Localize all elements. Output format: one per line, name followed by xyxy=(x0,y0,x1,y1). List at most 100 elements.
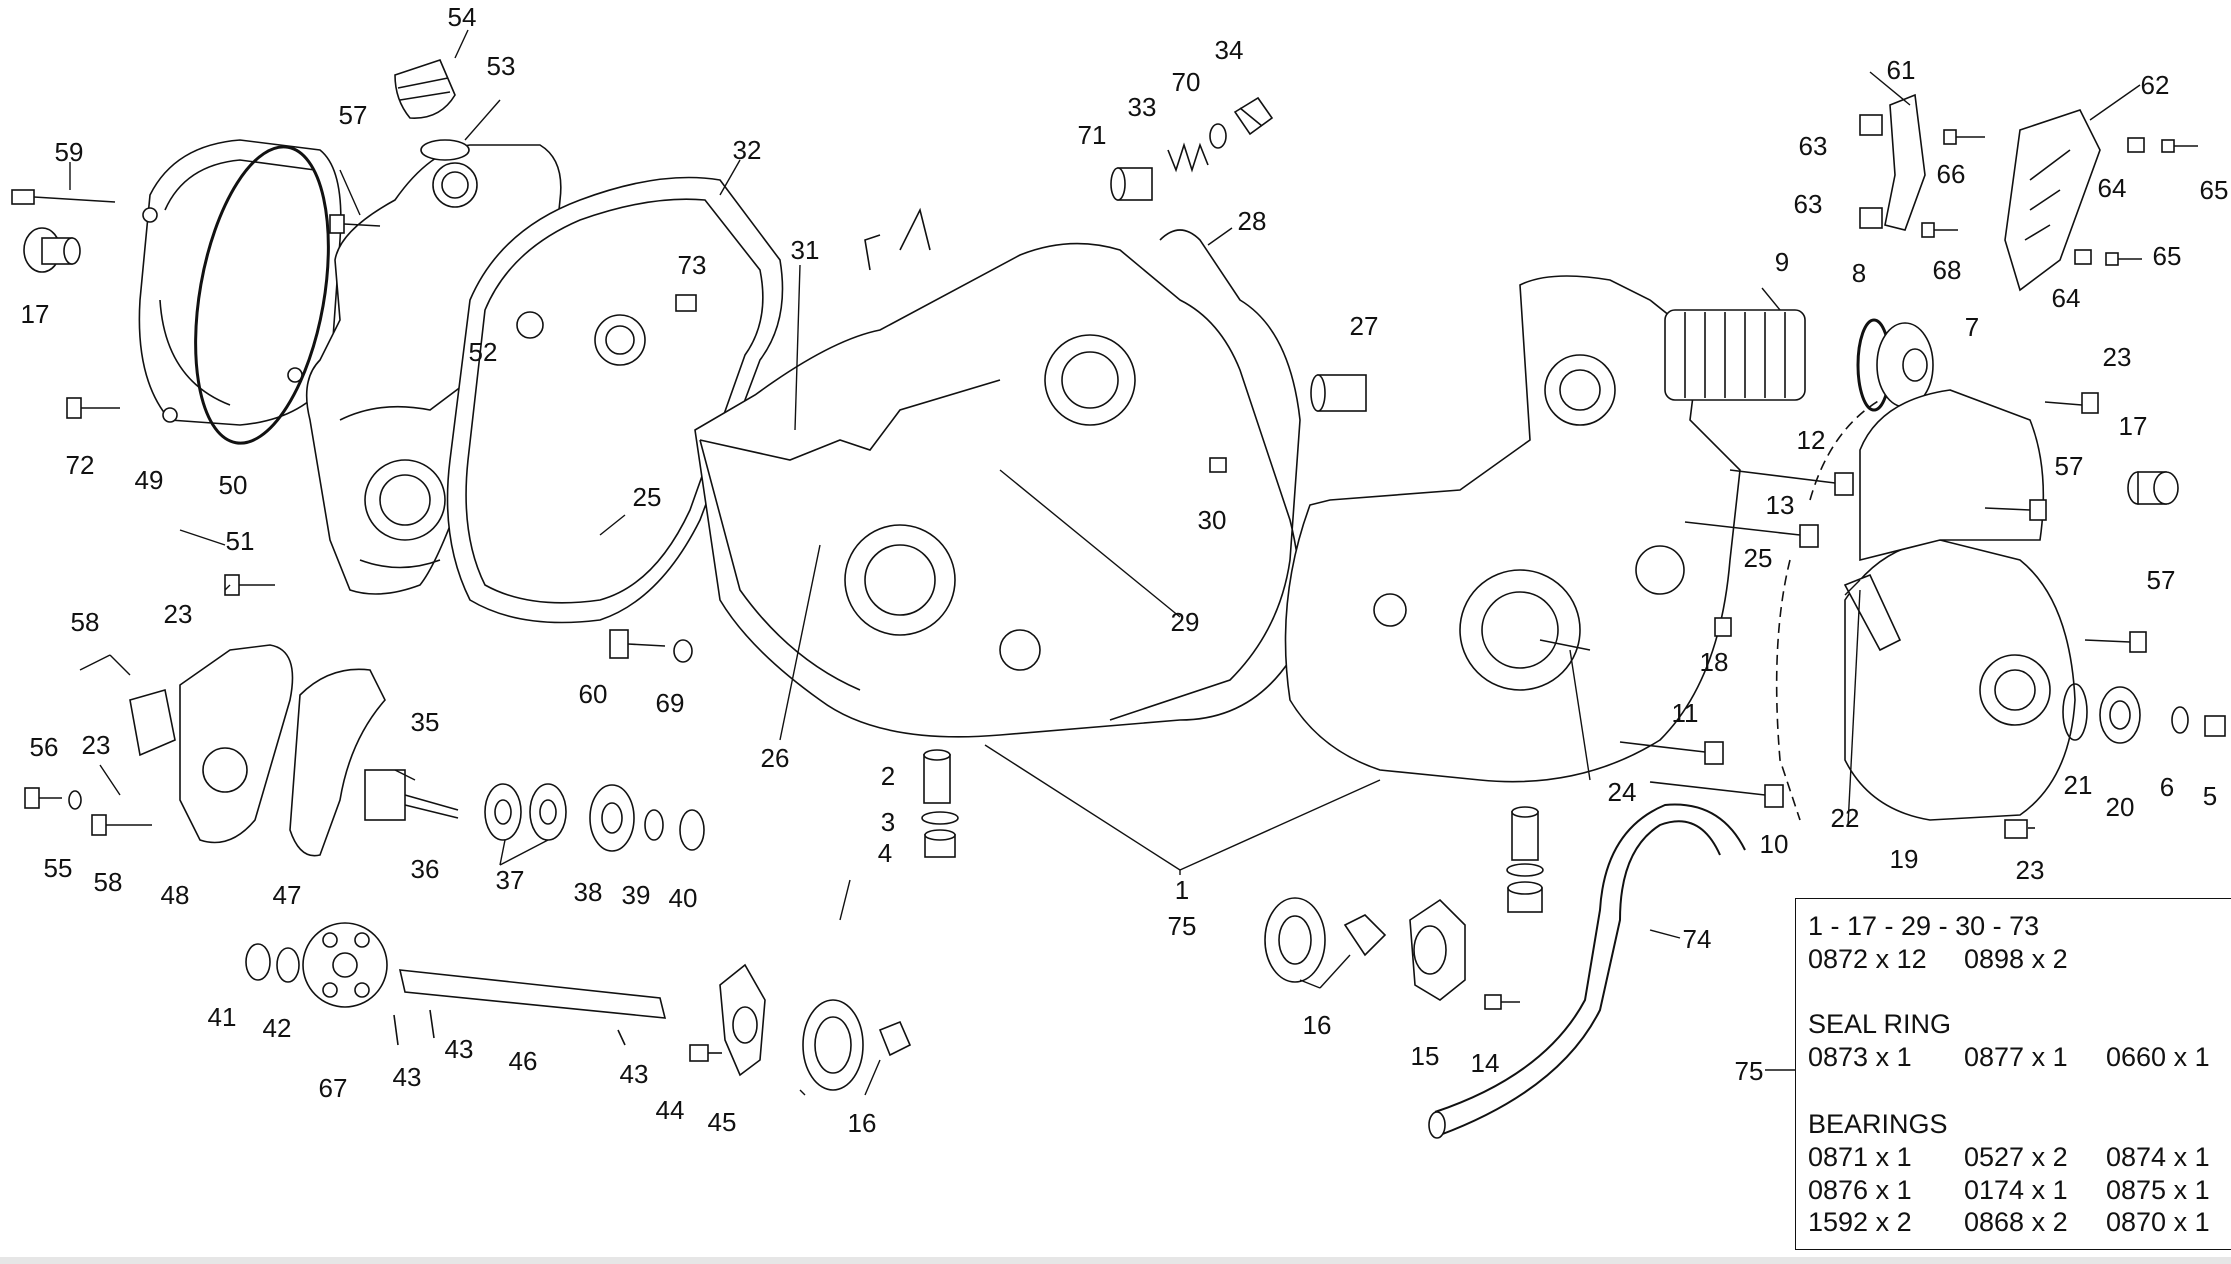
bearing-item: 0174 x 1 xyxy=(1964,1175,2068,1205)
part-label: 73 xyxy=(677,250,707,280)
seal-ring-item: 0660 x 1 xyxy=(2106,1042,2210,1072)
washer-part-55 xyxy=(68,790,82,810)
spacer-part-63 xyxy=(1859,114,1883,229)
part-label: 35 xyxy=(410,707,440,737)
bushing-part-27 xyxy=(1310,374,1367,412)
sleeve-part-71 xyxy=(1110,167,1153,201)
washer-part-70 xyxy=(1209,123,1227,149)
shaft-part-46 xyxy=(398,969,667,1019)
part-label: 52 xyxy=(468,337,498,367)
bearing-item: 0868 x 2 xyxy=(1964,1207,2068,1237)
filter-cover-part-7 xyxy=(1876,322,1934,408)
part-label: 13 xyxy=(1765,490,1795,520)
part-label: 10 xyxy=(1759,829,1789,859)
cover-part-45 xyxy=(719,963,766,1077)
part-label: 23 xyxy=(163,599,193,629)
part-label: 75 xyxy=(1734,1056,1764,1086)
part-label: 70 xyxy=(1171,67,1201,97)
seal-ring-item: 0873 x 1 xyxy=(1808,1042,1912,1072)
kit-group-item: 0872 x 12 xyxy=(1808,944,1927,974)
part-label: 48 xyxy=(160,880,190,910)
washer-part-3-left xyxy=(921,811,959,825)
part-label: 19 xyxy=(1889,844,1919,874)
spring-part-33 xyxy=(1167,142,1209,173)
part-label: 67 xyxy=(318,1073,348,1103)
part-label: 68 xyxy=(1932,255,1962,285)
bolt-part-65 xyxy=(2105,139,2198,266)
part-label: 27 xyxy=(1349,311,1379,341)
bolt-part-59 xyxy=(11,189,116,205)
part-label: 71 xyxy=(1077,120,1107,150)
part-label: 57 xyxy=(2146,565,2176,595)
part-label: 9 xyxy=(1774,247,1790,277)
part-label: 46 xyxy=(508,1046,538,1076)
part-label: 58 xyxy=(93,867,123,897)
washer-part-42 xyxy=(276,947,300,983)
kit-group-item: 0898 x 2 xyxy=(1964,944,2068,974)
part-label: 28 xyxy=(1237,206,1267,236)
part-label: 23 xyxy=(81,730,111,760)
part-label: 32 xyxy=(732,135,762,165)
part-label: 16 xyxy=(1302,1010,1332,1040)
part-label: 54 xyxy=(447,2,477,32)
part-label: 38 xyxy=(573,877,603,907)
part-label: 25 xyxy=(632,482,662,512)
part-label: 16 xyxy=(847,1108,877,1138)
part-label: 31 xyxy=(790,235,820,265)
washer-part-3-right xyxy=(1506,863,1544,877)
part-label: 43 xyxy=(392,1062,422,1092)
bolt-part-23-left xyxy=(224,574,275,596)
bearing-item: 0874 x 1 xyxy=(2106,1142,2210,1172)
oil-plug-part-54 xyxy=(394,59,456,119)
filter-sleeve-part-2-left xyxy=(923,749,951,804)
part-label: 24 xyxy=(1607,777,1637,807)
washer-part-6 xyxy=(2171,706,2189,734)
kit-group-parts: 1 - 17 - 29 - 30 - 73 xyxy=(1808,911,2040,941)
part-label: 55 xyxy=(43,853,73,883)
bearing-item: 0527 x 2 xyxy=(1964,1142,2068,1172)
drain-plug-part-4-right xyxy=(1507,881,1543,913)
part-label: 64 xyxy=(2097,173,2127,203)
part-label: 4 xyxy=(877,838,893,868)
part-label: 21 xyxy=(2063,770,2093,800)
part-label: 65 xyxy=(2152,241,2182,271)
part-label: 1 xyxy=(1174,875,1190,905)
bolt-part-5 xyxy=(2204,715,2226,737)
part-label: 20 xyxy=(2105,792,2135,822)
bearing-item: 0876 x 1 xyxy=(1808,1175,1912,1205)
part-label: 53 xyxy=(486,51,516,81)
o-ring-part-21 xyxy=(2062,683,2088,741)
washer-part-69 xyxy=(673,639,693,663)
part-label: 5 xyxy=(2202,781,2218,811)
circlip-part-40 xyxy=(679,809,705,851)
rotor-part-16-lower xyxy=(802,999,912,1091)
part-label: 64 xyxy=(2051,283,2081,313)
circlip-part-41 xyxy=(245,943,271,981)
rotor-part-16-right xyxy=(1264,897,1387,983)
part-label: 65 xyxy=(2199,175,2229,205)
part-label: 69 xyxy=(655,688,685,718)
part-label: 56 xyxy=(29,732,59,762)
pin-part-25-right xyxy=(1714,617,1732,637)
part-label: 33 xyxy=(1127,92,1157,122)
part-label: 47 xyxy=(272,880,302,910)
sprocket-cover-part-62 xyxy=(2004,109,2101,292)
gasket-part-28 xyxy=(1109,229,1301,721)
gasket-part-47 xyxy=(289,668,386,857)
bolt-part-12 xyxy=(1729,469,1854,496)
part-label: 34 xyxy=(1214,35,1244,65)
bearing-item: 0875 x 1 xyxy=(2106,1175,2210,1205)
part-label: 2 xyxy=(880,761,896,791)
part-label: 23 xyxy=(2015,855,2045,885)
pin-part-22 xyxy=(1843,573,1902,652)
pump-cover-part-48 xyxy=(129,644,294,844)
crankcase-half-left-part-1 xyxy=(694,207,1301,738)
part-label: 49 xyxy=(134,465,164,495)
bolt-part-57-left xyxy=(329,214,381,234)
bolt-part-58 xyxy=(91,814,152,836)
part-label: 8 xyxy=(1851,258,1867,288)
part-label: 22 xyxy=(1830,803,1860,833)
filter-sleeve-part-2-right xyxy=(1511,806,1539,861)
bolt-part-66 xyxy=(1943,129,1985,145)
